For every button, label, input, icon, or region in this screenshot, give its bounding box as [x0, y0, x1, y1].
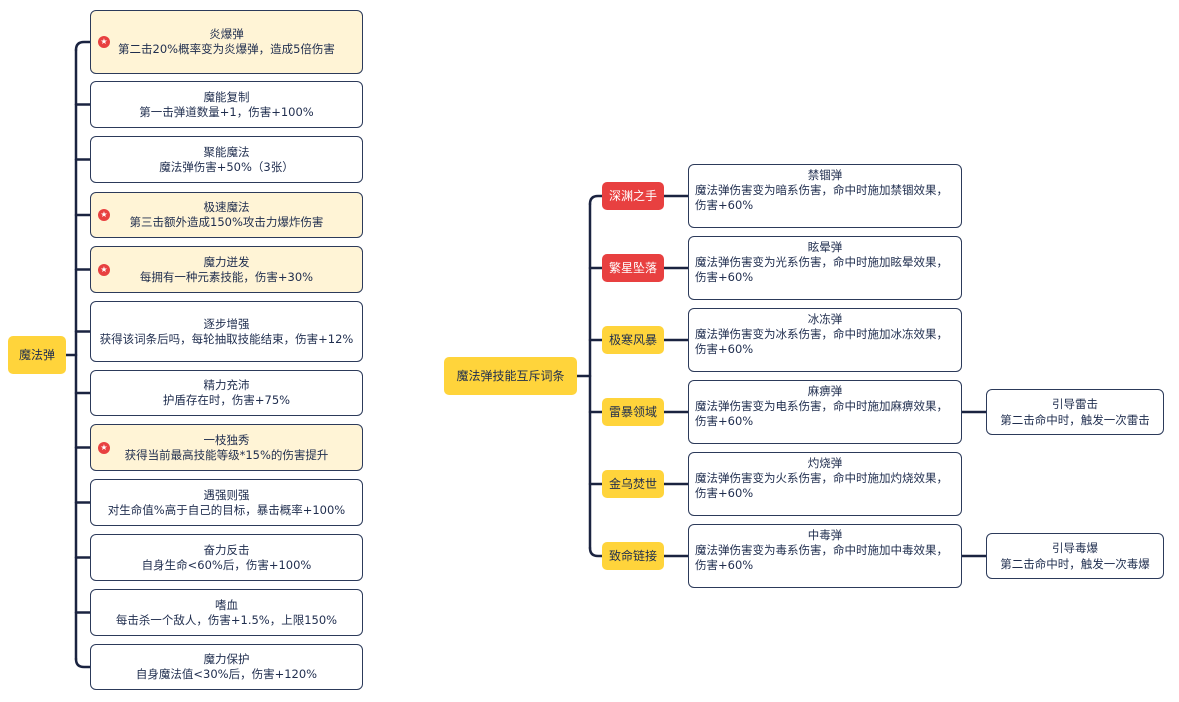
left-skill-node[interactable]: ★ 魔力迸发每拥有一种元素技能，伤害+30%	[90, 246, 363, 293]
effect-title: 禁锢弹	[807, 168, 843, 182]
skill-title: 一枝独秀	[203, 432, 250, 447]
skill-title: 嗜血	[215, 597, 238, 612]
skill-description: 自身生命<60%后，伤害+100%	[141, 557, 312, 572]
left-skill-node[interactable]: ★ 一枝独秀获得当前最高技能等级*15%的伤害提升	[90, 424, 363, 471]
skill-description: 获得该词条后吗，每轮抽取技能结束，伤害+12%	[99, 331, 354, 346]
effect-title: 灼烧弹	[807, 456, 843, 470]
effect-node[interactable]: 中毒弹魔法弹伤害变为毒系伤害，命中时施加中毒效果，伤害+60%	[688, 524, 962, 588]
skill-description: 魔法弹伤害+50%（3张）	[159, 159, 294, 174]
left-skill-node[interactable]: 嗜血每击杀一个敌人，伤害+1.5%，上限150%	[90, 589, 363, 636]
sub-effect-description: 第二击命中时，触发一次雷击	[1000, 413, 1150, 427]
star-icon: ★	[98, 209, 110, 221]
sub-effect-title: 引导雷击	[1052, 397, 1098, 411]
branch-label[interactable]: 繁星坠落	[602, 254, 664, 282]
skill-description: 护盾存在时，伤害+75%	[162, 393, 291, 407]
effect-title: 中毒弹	[807, 528, 843, 542]
skill-title: 炎爆弹	[209, 27, 244, 41]
effect-title: 眩晕弹	[807, 240, 843, 254]
star-icon: ★	[98, 263, 110, 276]
branch-label[interactable]: 深渊之手	[602, 182, 664, 210]
left-skill-node[interactable]: 奋力反击自身生命<60%后，伤害+100%	[90, 534, 363, 581]
right-root-node[interactable]: 魔法弹技能互斥词条	[444, 357, 577, 395]
left-skill-node[interactable]: 聚能魔法魔法弹伤害+50%（3张）	[90, 136, 363, 183]
sub-effect-title: 引导毒爆	[1052, 541, 1098, 555]
effect-title: 麻痹弹	[807, 384, 843, 398]
sub-effect-description: 第二击命中时，触发一次毒爆	[1000, 557, 1150, 571]
skill-title: 魔力保护	[203, 652, 250, 666]
skill-title: 精力充沛	[203, 378, 250, 392]
sub-effect-node[interactable]: 引导雷击第二击命中时，触发一次雷击	[986, 389, 1164, 435]
effect-node[interactable]: 麻痹弹魔法弹伤害变为电系伤害，命中时施加麻痹效果，伤害+60%	[688, 380, 962, 444]
skill-description: 每击杀一个敌人，伤害+1.5%，上限150%	[115, 612, 338, 627]
branch-label[interactable]: 雷暴领域	[602, 398, 664, 426]
left-skill-node[interactable]: 逐步增强获得该词条后吗，每轮抽取技能结束，伤害+12%	[90, 301, 363, 362]
effect-node[interactable]: 眩晕弹魔法弹伤害变为光系伤害，命中时施加眩晕效果，伤害+60%	[688, 236, 962, 300]
skill-title: 魔力迸发	[203, 254, 250, 269]
skill-title: 遇强则强	[203, 487, 250, 502]
sub-effect-node[interactable]: 引导毒爆第二击命中时，触发一次毒爆	[986, 533, 1164, 579]
left-skill-node[interactable]: 魔力保护自身魔法值<30%后，伤害+120%	[90, 644, 363, 690]
left-skill-node[interactable]: 遇强则强对生命值%高于自己的目标，暴击概率+100%	[90, 479, 363, 526]
left-skill-node[interactable]: 精力充沛护盾存在时，伤害+75%	[90, 370, 363, 416]
left-root-node[interactable]: 魔法弹	[8, 336, 66, 374]
left-skill-node[interactable]: 魔能复制第一击弹道数量+1，伤害+100%	[90, 81, 363, 128]
effect-description: 魔法弹伤害变为电系伤害，命中时施加麻痹效果，伤害+60%	[695, 399, 948, 428]
skill-description: 获得当前最高技能等级*15%的伤害提升	[124, 447, 329, 462]
branch-label[interactable]: 致命链接	[602, 542, 664, 570]
skill-title: 逐步增强	[203, 316, 250, 331]
star-icon: ★	[98, 441, 110, 454]
skill-title: 奋力反击	[203, 542, 250, 557]
effect-description: 魔法弹伤害变为光系伤害，命中时施加眩晕效果，伤害+60%	[695, 255, 948, 284]
effect-title: 冰冻弹	[807, 312, 843, 326]
branch-label[interactable]: 极寒风暴	[602, 326, 664, 354]
effect-node[interactable]: 冰冻弹魔法弹伤害变为冰系伤害，命中时施加冰冻效果，伤害+60%	[688, 308, 962, 372]
skill-description: 第一击弹道数量+1，伤害+100%	[139, 104, 314, 119]
effect-node[interactable]: 禁锢弹魔法弹伤害变为暗系伤害，命中时施加禁锢效果，伤害+60%	[688, 164, 962, 228]
effect-description: 魔法弹伤害变为毒系伤害，命中时施加中毒效果，伤害+60%	[695, 543, 948, 572]
effect-description: 魔法弹伤害变为火系伤害，命中时施加灼烧效果，伤害+60%	[695, 471, 948, 500]
skill-description: 对生命值%高于自己的目标，暴击概率+100%	[107, 502, 346, 517]
left-skill-node[interactable]: ★ 炎爆弹第二击20%概率变为炎爆弹，造成5倍伤害	[90, 10, 363, 74]
skill-title: 聚能魔法	[203, 144, 250, 159]
star-icon: ★	[98, 36, 110, 48]
left-branch-link	[74, 657, 92, 669]
skill-description: 第三击额外造成150%攻击力爆炸伤害	[129, 215, 324, 229]
effect-description: 魔法弹伤害变为冰系伤害，命中时施加冰冻效果，伤害+60%	[695, 327, 948, 356]
skill-description: 每拥有一种元素技能，伤害+30%	[139, 269, 314, 284]
left-branch-link	[74, 40, 92, 52]
effect-node[interactable]: 灼烧弹魔法弹伤害变为火系伤害，命中时施加灼烧效果，伤害+60%	[688, 452, 962, 516]
skill-title: 极速魔法	[203, 200, 250, 214]
right-branch-link	[588, 194, 604, 206]
left-skill-node[interactable]: ★ 极速魔法第三击额外造成150%攻击力爆炸伤害	[90, 192, 363, 238]
effect-description: 魔法弹伤害变为暗系伤害，命中时施加禁锢效果，伤害+60%	[695, 183, 948, 212]
skill-description: 自身魔法值<30%后，伤害+120%	[135, 667, 318, 681]
right-branch-link	[588, 546, 604, 558]
skill-description: 第二击20%概率变为炎爆弹，造成5倍伤害	[118, 42, 335, 56]
branch-label[interactable]: 金乌焚世	[602, 470, 664, 498]
skill-title: 魔能复制	[203, 89, 250, 104]
